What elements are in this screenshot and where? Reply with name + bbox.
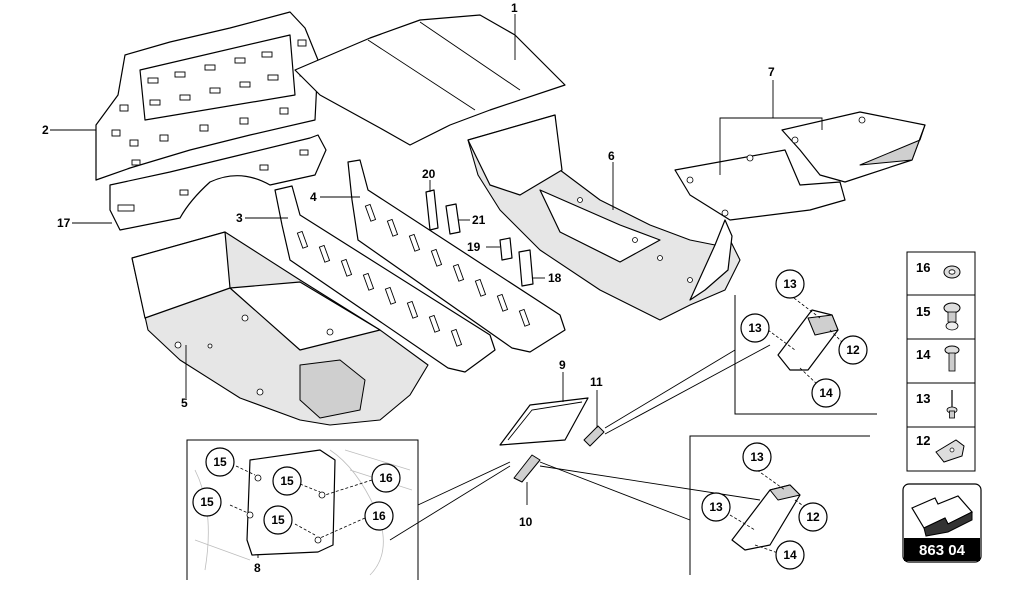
bubble-13: 13 xyxy=(748,321,762,335)
part-11-bracket xyxy=(583,425,605,447)
part-20-pad xyxy=(425,189,439,231)
bubble-16: 16 xyxy=(372,509,386,523)
callout-5: 5 xyxy=(181,396,188,410)
bubble-15: 15 xyxy=(280,474,294,488)
part-3-left-rail xyxy=(274,185,496,373)
part-1-roof-panel xyxy=(294,14,566,146)
callout-20: 20 xyxy=(422,167,436,181)
part-2-front-panel xyxy=(95,11,319,181)
callout-19: 19 xyxy=(467,240,481,254)
bubbles-left: 15 15 15 15 16 16 xyxy=(192,447,401,535)
legend-num-13: 13 xyxy=(916,391,930,406)
callout-8: 8 xyxy=(254,561,261,575)
legend-num-14: 14 xyxy=(916,347,931,362)
bubble-13: 13 xyxy=(783,277,797,291)
part-10-bracket xyxy=(513,454,541,483)
nut-icon xyxy=(943,265,961,279)
callout-21: 21 xyxy=(472,213,486,227)
bubbles-lower-right: 13 13 12 14 xyxy=(701,442,828,570)
bubble-14: 14 xyxy=(783,548,797,562)
part-17-lower-strip xyxy=(109,134,327,231)
legend-num-12: 12 xyxy=(916,433,930,448)
callout-2: 2 xyxy=(42,123,49,137)
fastener-legend: 16 15 14 13 12 xyxy=(906,251,976,472)
part-21-pad xyxy=(445,203,461,235)
rivet-icon xyxy=(946,390,958,419)
detail-frames xyxy=(186,295,877,580)
part-5-floor-tray xyxy=(131,231,429,426)
reference-label: 863 04 xyxy=(919,542,966,559)
part-6-center-tunnel xyxy=(467,114,741,321)
bolt-icon xyxy=(944,345,960,372)
callout-6: 6 xyxy=(608,149,615,163)
detail-lower-right xyxy=(729,469,813,554)
screw-icon xyxy=(943,302,961,331)
callout-1: 1 xyxy=(511,1,518,15)
pads-group xyxy=(425,189,534,287)
reference-box: 863 04 xyxy=(902,483,982,563)
bubble-16: 16 xyxy=(379,471,393,485)
bubble-13: 13 xyxy=(750,450,764,464)
bubble-12: 12 xyxy=(806,510,820,524)
bubble-15: 15 xyxy=(271,513,285,527)
callout-17: 17 xyxy=(57,216,71,230)
part-4-right-rail xyxy=(347,159,566,353)
callout-18: 18 xyxy=(548,271,562,285)
part-18-pad xyxy=(518,249,534,287)
bubble-14: 14 xyxy=(819,386,833,400)
legend-num-16: 16 xyxy=(916,260,930,275)
callout-labels: 1 2 17 3 4 5 6 7 20 21 19 18 9 11 10 8 xyxy=(42,1,775,575)
bubble-12: 12 xyxy=(846,343,860,357)
legend-num-15: 15 xyxy=(916,304,930,319)
callout-10: 10 xyxy=(519,515,533,529)
bubbles-upper-right: 13 13 12 14 xyxy=(740,269,868,408)
callout-4: 4 xyxy=(310,190,317,204)
bubble-15: 15 xyxy=(200,495,214,509)
callout-3: 3 xyxy=(236,211,243,225)
bubble-15: 15 xyxy=(213,455,227,469)
bubble-13: 13 xyxy=(709,500,723,514)
callout-11: 11 xyxy=(590,375,603,389)
part-7-floor-mats xyxy=(674,111,926,221)
clip-icon xyxy=(935,439,965,463)
detail-upper-right xyxy=(767,294,846,386)
part-19-pad xyxy=(499,237,513,261)
callout-9: 9 xyxy=(559,358,566,372)
arrow-icon xyxy=(911,495,973,537)
callout-7: 7 xyxy=(768,65,775,79)
part-9-plate xyxy=(499,397,589,446)
